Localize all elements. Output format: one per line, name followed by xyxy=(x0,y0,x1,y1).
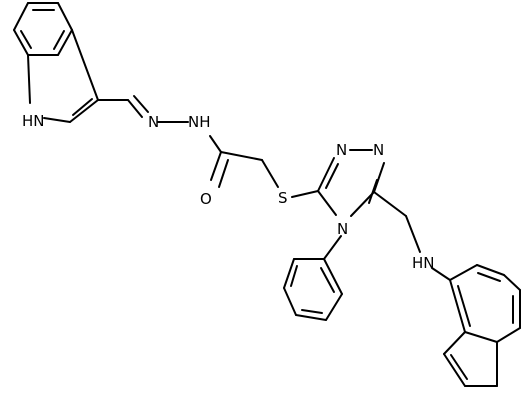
svg-text:HN: HN xyxy=(412,254,435,272)
svg-text:N: N xyxy=(373,141,384,159)
svg-text:S: S xyxy=(278,189,288,207)
aminomethyl-linker xyxy=(373,191,451,281)
phenyl-ring xyxy=(283,235,343,321)
svg-text:NH: NH xyxy=(188,113,211,131)
atom-label-thioether-s: S xyxy=(278,189,288,207)
atom-label-triazole-n4: N xyxy=(337,220,348,238)
svg-text:HN: HN xyxy=(22,112,45,130)
indole-benzene-ring xyxy=(13,2,73,56)
atom-label-hydrazide-nh: NH xyxy=(188,113,211,131)
svg-text:N: N xyxy=(337,220,348,238)
svg-text:O: O xyxy=(200,190,212,208)
naphthalene-ring-system xyxy=(443,264,521,387)
atom-label-indole-nh: HN xyxy=(22,112,45,130)
atom-label-carbonyl-o: O xyxy=(200,190,212,208)
atom-label-triazole-n1: N xyxy=(336,141,347,159)
indole-pyrrole-ring xyxy=(27,29,99,123)
svg-text:N: N xyxy=(148,113,159,131)
triazole-ring xyxy=(317,149,385,217)
acetamide-chain xyxy=(210,151,319,198)
atom-label-triazole-n2: N xyxy=(373,141,384,159)
atom-label-imine-n: N xyxy=(148,113,159,131)
hydrazone-linker xyxy=(97,95,222,153)
atom-label-amine-nh: HN xyxy=(412,254,435,272)
svg-text:N: N xyxy=(336,141,347,159)
